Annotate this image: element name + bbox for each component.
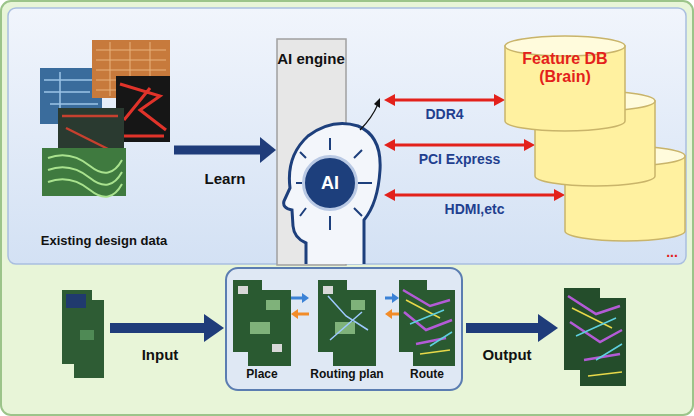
output-arrow-part: [538, 314, 558, 342]
feature-db-cylinder-outline: [505, 36, 690, 246]
connector-arrow: [385, 293, 399, 303]
output-board-image-part: [576, 318, 622, 360]
routing-plan-step: Routing plan: [309, 276, 385, 388]
connector-arrow: [385, 309, 399, 319]
ai-engine-box-outline: [276, 38, 384, 266]
arrow-head: [291, 309, 298, 319]
ai-core-circle: AI: [302, 155, 358, 211]
flow-frame: [226, 268, 462, 390]
connector-arrow: [291, 293, 309, 303]
design-data-collage-part: [48, 155, 122, 196]
input-board-image-part: [66, 294, 86, 308]
design-data-set: Existing design data: [34, 36, 174, 250]
pointer-line: [360, 104, 378, 130]
output-board-image-part: [572, 308, 622, 376]
feature-db-cylinder: Feature DB (Brain): [505, 36, 690, 246]
connector-arrow: [384, 94, 505, 106]
output-board-image-part: [568, 296, 622, 360]
pointer-head: [374, 98, 380, 108]
head-outline: [284, 124, 380, 264]
connector-label: HDMI,etc: [445, 201, 505, 217]
place-board-image-part: [250, 322, 270, 334]
node-text: AI: [321, 173, 339, 194]
route-step: Route: [399, 276, 455, 388]
connector-label: Learn: [205, 170, 246, 187]
connector-line: [291, 297, 303, 300]
circuit-lines: [296, 138, 372, 230]
node-text: Place: [233, 368, 291, 382]
arrow-head: [524, 139, 535, 151]
input-board-image: [62, 290, 104, 378]
flow-label: Output: [482, 346, 531, 363]
arrow-head: [302, 293, 309, 303]
cylinder-body: [505, 46, 625, 131]
route-board-image-part: [410, 310, 452, 346]
place-board-image-part: [233, 280, 291, 366]
connector-line: [391, 313, 399, 316]
input-board-image-part: [62, 290, 104, 378]
input-board-image-part: [80, 330, 94, 340]
node-text: Routing plan: [309, 368, 385, 382]
output-arrow-part: [466, 323, 540, 333]
arrow-head: [385, 309, 392, 319]
connector-arrow: [384, 189, 565, 201]
connector-line: [394, 99, 495, 102]
output-board-image-part: [564, 288, 626, 386]
place-board-image-part: [272, 344, 282, 352]
connector-line: [297, 313, 309, 316]
ai-engine-box: AI engineAI: [276, 38, 384, 266]
connector-arrow: [174, 137, 276, 163]
routing-plan-board-image-part: [318, 280, 376, 366]
design-data-collage-part: [120, 84, 166, 136]
routing-plan-board-image-part: [323, 286, 333, 294]
design-data-collage: [40, 40, 170, 197]
routing-plan-board-image-part: [328, 296, 368, 340]
routing-plan-board-image-part: [351, 300, 365, 310]
arrow-head: [384, 139, 395, 151]
connector-line: [394, 144, 525, 147]
design-data-collage-part: [116, 76, 170, 142]
node-text: Feature DB (Brain): [513, 50, 617, 87]
place-board-image-part: [238, 286, 248, 294]
connector-arrow: [384, 139, 535, 151]
learning-panel: [8, 8, 686, 264]
arrow-head: [384, 189, 395, 201]
place-step: Place: [233, 276, 291, 388]
route-board-image-part: [406, 300, 450, 354]
input-arrow-part: [110, 323, 206, 333]
routing-plan-board-image: [318, 280, 376, 366]
arrow-head: [260, 137, 276, 163]
more-marker: ...: [666, 244, 678, 260]
node-text: AI engine: [276, 50, 346, 67]
input-arrow-part: [204, 314, 224, 342]
node-text: Route: [399, 368, 455, 382]
place-board-image: [233, 280, 291, 366]
flow-label: Input: [142, 346, 179, 363]
input-arrow: [110, 314, 224, 342]
route-board-image: [399, 280, 455, 366]
arrow-head: [554, 189, 565, 201]
connector-line: [174, 146, 262, 155]
connector-arrow: [291, 309, 309, 319]
design-data-collage-part: [42, 148, 126, 196]
connector-label: DDR4: [425, 106, 463, 122]
connector-line: [385, 297, 393, 300]
route-board-image-part: [399, 280, 455, 366]
output-arrow: [466, 314, 558, 342]
output-board-image: [564, 288, 626, 386]
arrow-head: [392, 293, 399, 303]
arrow-head: [494, 94, 505, 106]
connector-label: PCI Express: [419, 151, 501, 167]
arrow-head: [384, 94, 395, 106]
place-board-image-part: [266, 300, 280, 310]
node-text: Existing design data: [34, 234, 174, 249]
connector-line: [394, 194, 555, 197]
